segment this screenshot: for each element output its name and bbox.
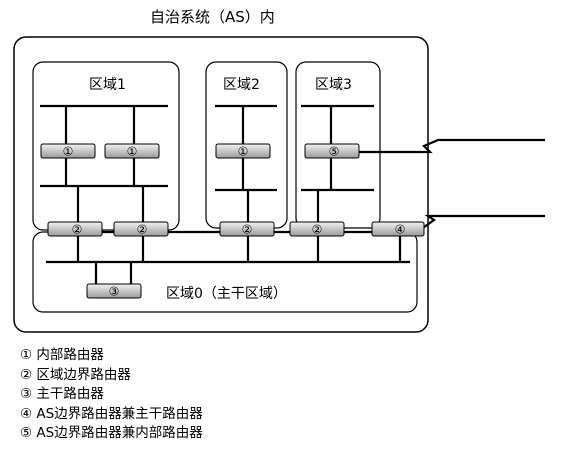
router-area2-border[interactable]: ② — [219, 221, 275, 237]
legend-item-internal: ① 内部路由器 — [20, 347, 104, 363]
area1-label: 区域1 — [89, 77, 126, 93]
network-lines — [40, 104, 410, 284]
router-mark: ① — [238, 145, 249, 159]
router-mark: ② — [137, 223, 148, 237]
legend-item-border: ② 区域边界路由器 — [20, 366, 131, 383]
router-area3-as-internal[interactable]: ⑤ — [304, 143, 360, 159]
area2-label: 区域2 — [223, 77, 260, 93]
router-mark: ② — [72, 223, 83, 237]
router-area1-left[interactable]: ① — [40, 143, 96, 159]
router-mark: ① — [127, 145, 138, 159]
router-area1-border-right[interactable]: ② — [113, 221, 169, 237]
external-links — [358, 138, 545, 231]
router-area1-border-left[interactable]: ② — [47, 221, 103, 237]
as-title: 自治系统（AS）内 — [150, 8, 275, 26]
router-mark: ① — [63, 145, 74, 159]
legend: ① 内部路由器 ② 区域边界路由器 ③ 主干路由器 ④ AS边界路由器兼主干路由… — [20, 346, 203, 444]
legend-item-as-internal: ⑤ AS边界路由器兼内部路由器 — [20, 425, 203, 441]
legend-item-backbone: ③ 主干路由器 — [20, 386, 104, 402]
router-area1-right[interactable]: ① — [104, 143, 160, 159]
router-mark: ② — [312, 223, 323, 237]
router-mark: ⑤ — [329, 145, 340, 159]
area0-label: 区域0（主干区域） — [166, 286, 287, 302]
router-backbone[interactable]: ③ — [86, 283, 142, 299]
as-boundary — [13, 36, 429, 333]
router-area3-border[interactable]: ② — [289, 221, 345, 237]
router-mark: ③ — [109, 285, 120, 299]
router-as-backbone[interactable]: ④ — [371, 221, 425, 237]
router-mark: ② — [242, 223, 253, 237]
legend-item-as-backbone: ④ AS边界路由器兼主干路由器 — [20, 405, 203, 422]
router-area2-internal[interactable]: ① — [215, 143, 271, 159]
router-mark: ④ — [395, 223, 406, 237]
area3-label: 区域3 — [315, 77, 352, 93]
area1-boundary — [32, 61, 180, 231]
